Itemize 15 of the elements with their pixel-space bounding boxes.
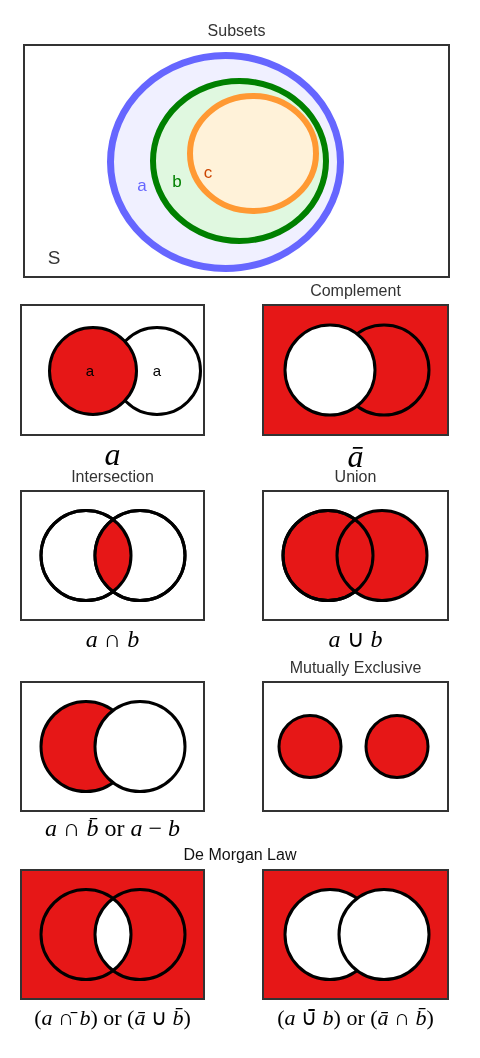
- set-label: a: [85, 362, 95, 380]
- panel-title: Subsets: [207, 22, 266, 40]
- set-label: a: [152, 362, 162, 380]
- panel-title: Mutually Exclusive: [289, 659, 422, 677]
- set-label: b: [172, 173, 182, 191]
- set-label: a: [137, 177, 147, 195]
- formula-caption: a ∪ b: [328, 625, 383, 653]
- panel-title: Complement: [310, 282, 401, 300]
- formula-caption: (a ∩̄ b) or (ā ∪ b̄): [34, 1005, 191, 1031]
- formula-caption: a ∩ b̄ or a − b: [45, 814, 180, 842]
- universe-label: S: [47, 249, 61, 267]
- formula-caption: (a ∪̄ b) or (ā ∩ b̄): [277, 1005, 434, 1031]
- set-label: c: [203, 164, 213, 182]
- section-title: De Morgan Law: [183, 846, 297, 864]
- formula-caption: a ∩ b: [85, 625, 140, 653]
